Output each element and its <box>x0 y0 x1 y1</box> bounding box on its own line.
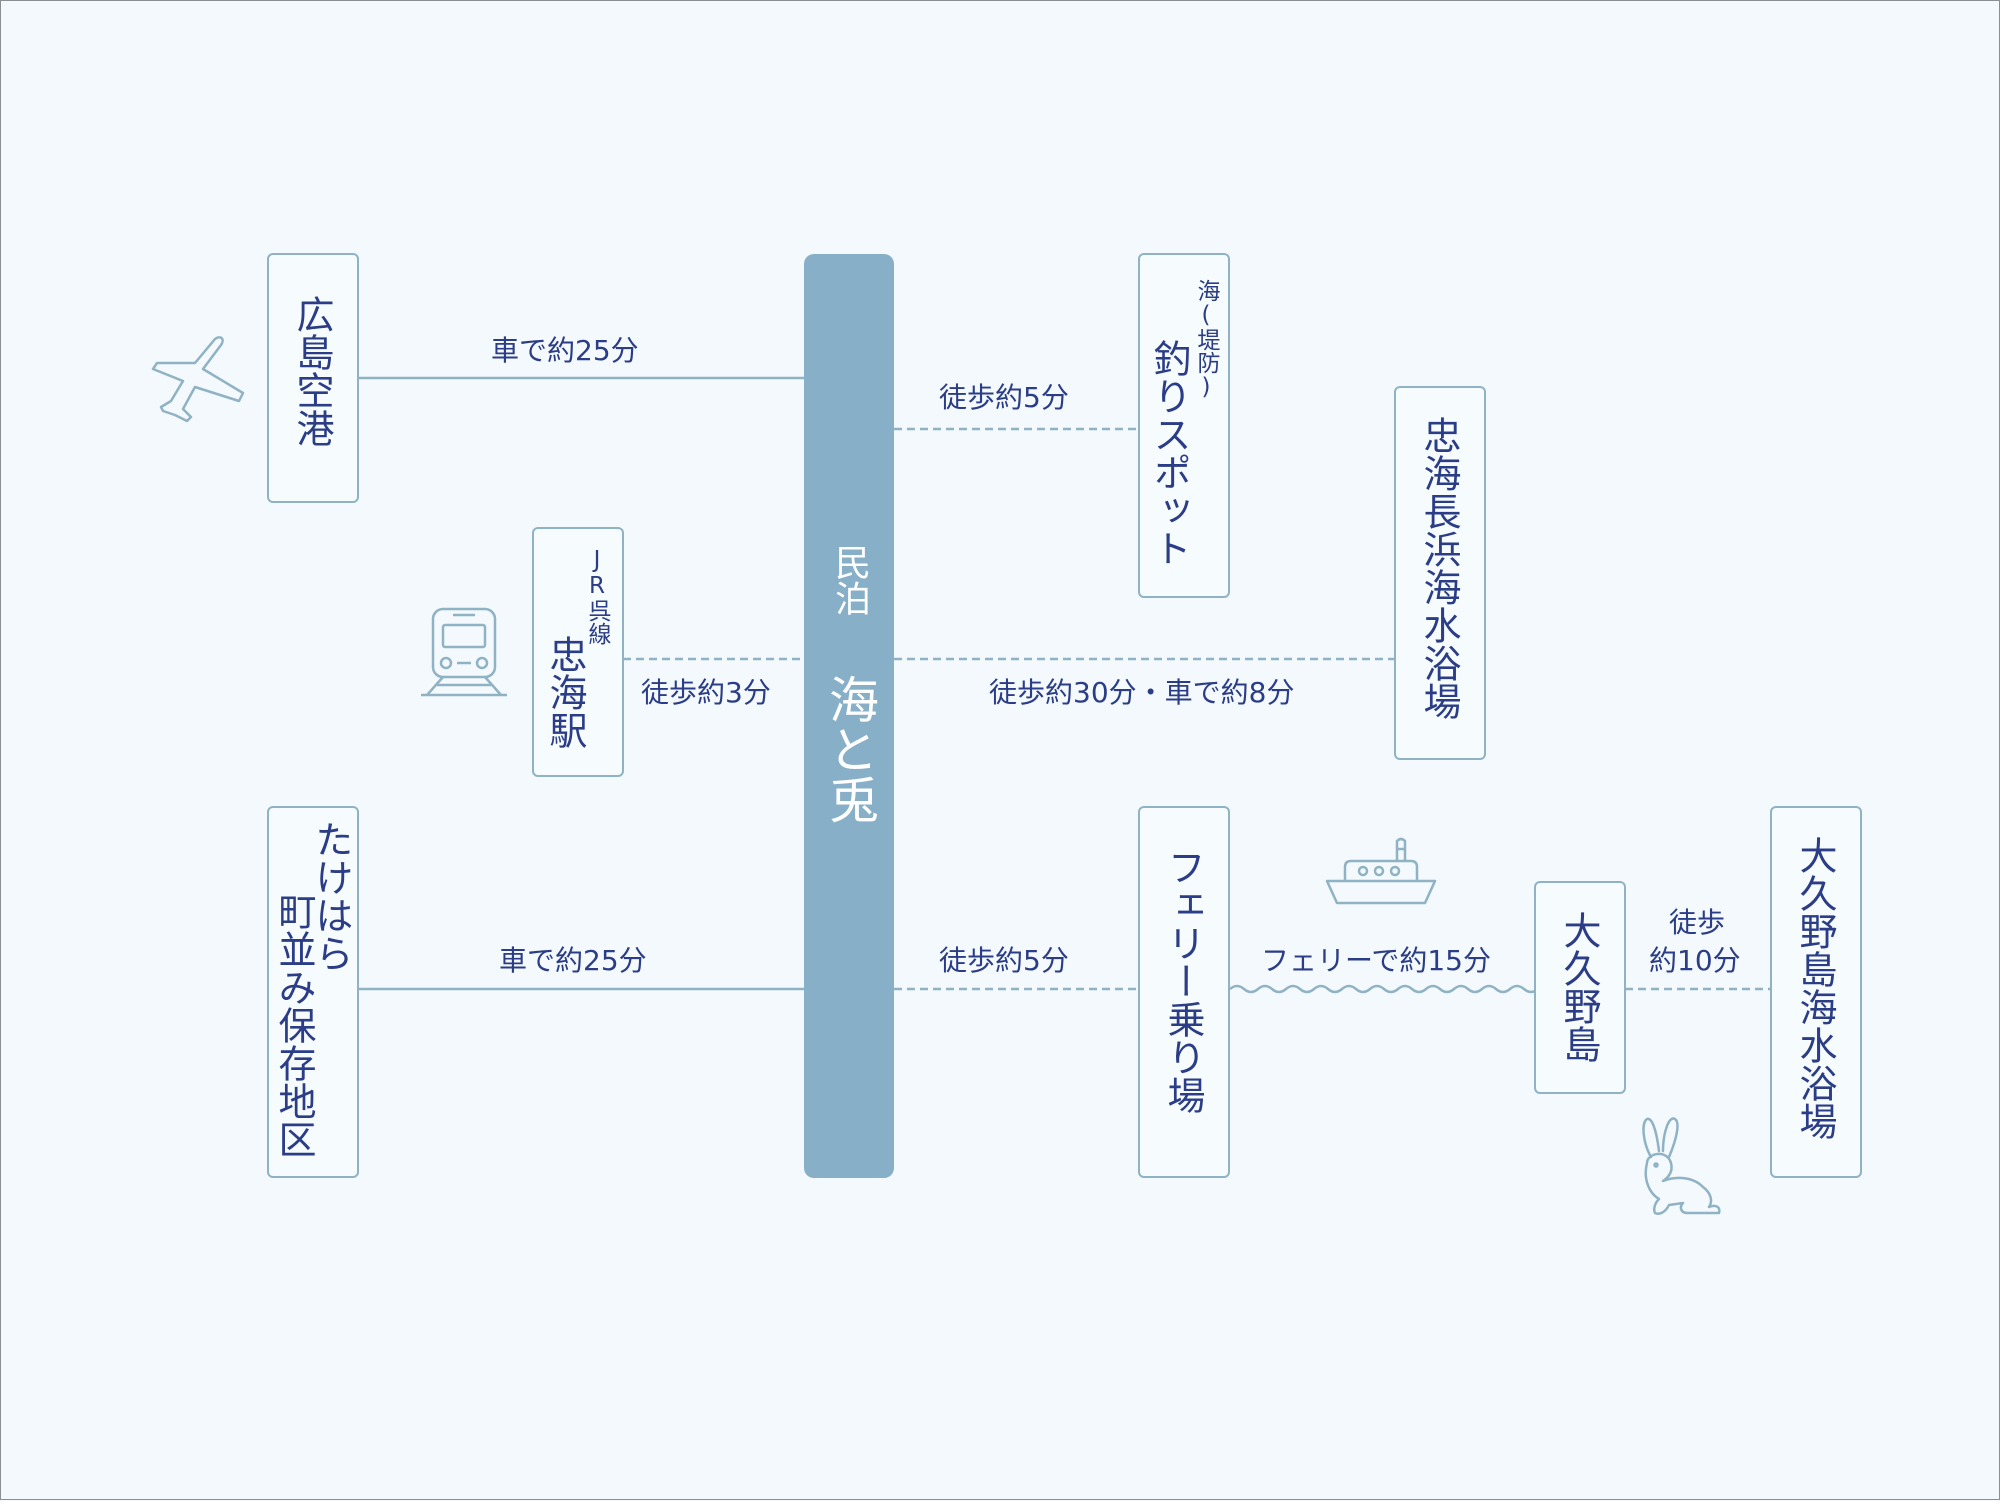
station-label: 忠海駅 <box>543 635 587 749</box>
center-name: 海と兎 <box>821 674 879 824</box>
line-ferry-crossing <box>1229 984 1579 994</box>
center-prefix: 民泊 <box>829 544 870 616</box>
takehara-label-1: たけはら <box>309 820 353 972</box>
route-ferry-crossing-label: フェリーで約15分 <box>1261 944 1491 977</box>
airport-label: 広島空港 <box>290 295 334 447</box>
okuno-beach-label: 大久野島海水浴場 <box>1793 836 1837 1140</box>
train-icon <box>421 607 507 697</box>
airplane-icon <box>151 336 245 423</box>
beach-label: 忠海長浜海水浴場 <box>1417 416 1461 720</box>
center-minpaku-bar: 民泊 海と兎 <box>804 254 894 1178</box>
okuno-beach-box: 大久野島海水浴場 <box>1770 806 1862 1178</box>
ferry-box: フェリー乗り場 <box>1138 806 1230 1178</box>
route-beach-label: 徒歩約30分・車で約8分 <box>989 676 1295 709</box>
fishing-box: 海(堤防) 釣りスポット <box>1138 253 1230 598</box>
airport-box: 広島空港 <box>267 253 359 503</box>
fishing-label: 釣りスポット <box>1147 339 1191 567</box>
station-box: JR呉線 忠海駅 <box>532 527 624 777</box>
rabbit-icon <box>1642 1117 1721 1215</box>
ferry-label: フェリー乗り場 <box>1161 848 1205 1114</box>
takehara-box: たけはら 町並み保存地区 <box>267 806 359 1178</box>
route-takehara-label: 車で約25分 <box>499 944 647 977</box>
route-airport-label: 車で約25分 <box>491 334 639 367</box>
ferry-icon <box>1325 837 1437 905</box>
okunoshima-box: 大久野島 <box>1534 881 1626 1094</box>
beach-box: 忠海長浜海水浴場 <box>1394 386 1486 760</box>
route-station-label: 徒歩約3分 <box>641 676 771 709</box>
route-okuno-walk-label-1: 徒歩 <box>1669 906 1726 939</box>
okunoshima-label: 大久野島 <box>1557 911 1601 1063</box>
route-fishing-label: 徒歩約5分 <box>939 381 1069 414</box>
station-line-label: JR呉線 <box>584 547 610 645</box>
takehara-label-2: 町並み保存地区 <box>272 892 316 1158</box>
route-ferry-label: 徒歩約5分 <box>939 944 1069 977</box>
fishing-prefix-label: 海(堤防) <box>1193 279 1219 400</box>
route-okuno-walk-label-2: 約10分 <box>1649 944 1741 977</box>
